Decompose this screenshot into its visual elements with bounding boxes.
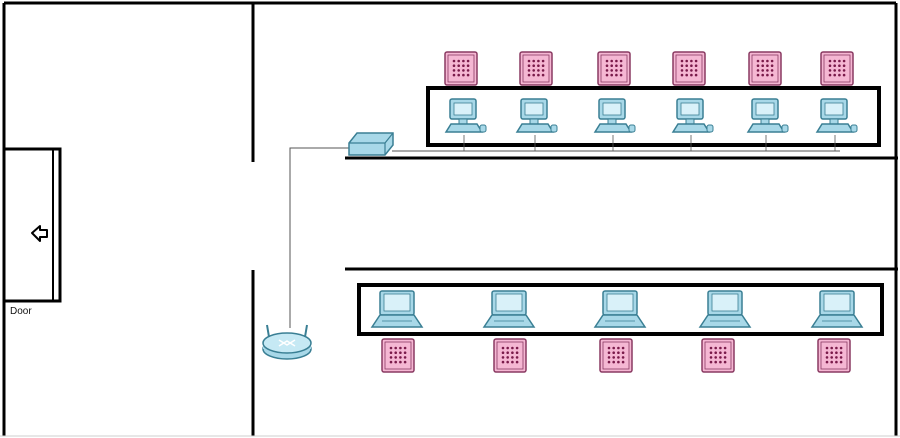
door[interactable] [2,147,62,303]
laptop-row [370,290,864,328]
laptop-icon[interactable] [593,290,647,328]
ip-phone-icon[interactable] [597,51,631,86]
desk-group-top [426,86,881,147]
desk-group-bottom [357,283,884,336]
cables [289,147,840,328]
cable-router-to-switch [289,147,350,328]
laptop-icon[interactable] [698,290,752,328]
desktop-row [444,98,858,151]
desktop-pc-icon[interactable] [444,98,487,133]
desktop-pc-icon[interactable] [671,98,714,133]
ip-phone-icon[interactable] [817,338,851,373]
ip-phone-icon[interactable] [820,51,854,86]
arrow-left-icon [31,225,48,242]
desk-phones-bottom [381,338,851,373]
door-frame [2,147,62,303]
ip-phone-icon[interactable] [493,338,527,373]
laptop-icon[interactable] [370,290,424,328]
switch-icon[interactable] [348,132,394,156]
laptop-icon[interactable] [482,290,536,328]
desktop-pc-icon[interactable] [746,98,789,133]
ip-phone-icon[interactable] [444,51,478,86]
desktop-pc-icon[interactable] [593,98,636,133]
desktop-pc-icon[interactable] [515,98,558,133]
ip-phone-icon[interactable] [381,338,415,373]
desktop-pc-icon[interactable] [815,98,858,133]
ip-phone-icon[interactable] [519,51,553,86]
ip-phone-icon[interactable] [748,51,782,86]
desk-phones-top [444,51,854,86]
wireless-router-icon[interactable] [262,324,312,360]
laptop-icon[interactable] [810,290,864,328]
ip-phone-icon[interactable] [599,338,633,373]
ip-phone-icon[interactable] [701,338,735,373]
door-label: Door [10,306,32,317]
ip-phone-icon[interactable] [672,51,706,86]
